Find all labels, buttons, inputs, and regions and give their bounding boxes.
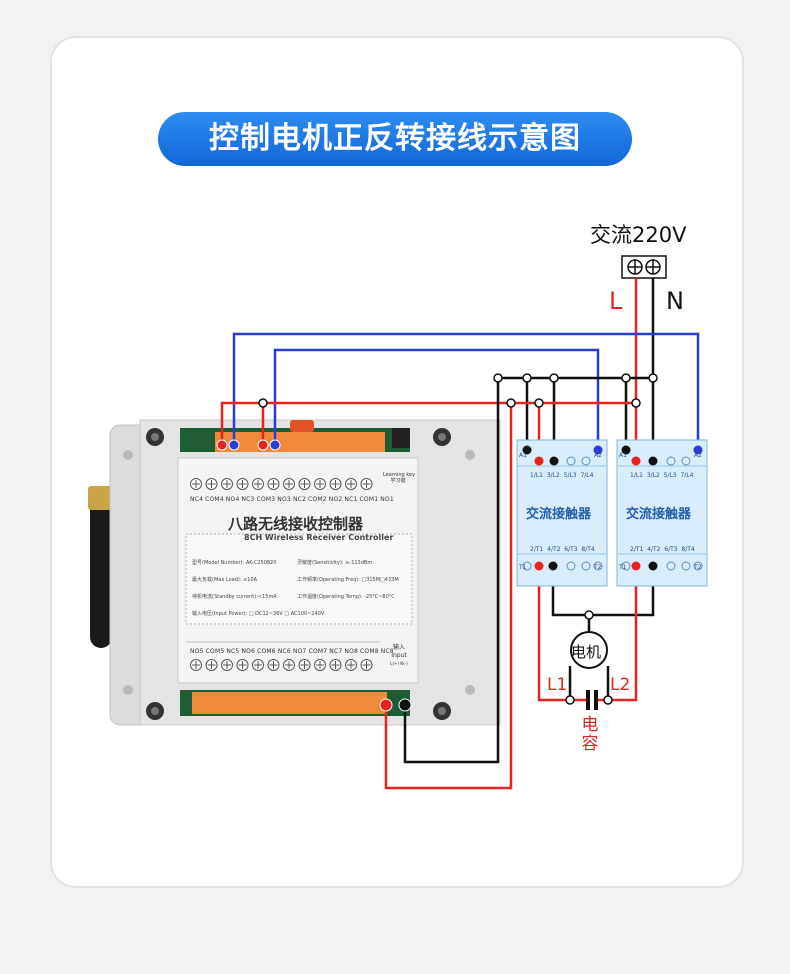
l1-label: L1 — [547, 675, 568, 695]
input-l-wire — [384, 403, 513, 790]
spec-freq: 工作频率(Operating Freq): □315M□433M — [297, 577, 399, 583]
spec-max-load: 最大负载(Max Load): ≤10A — [192, 577, 258, 583]
terminal-label: NC6 — [277, 648, 291, 655]
terminal-label: NO6 — [241, 648, 256, 655]
controller-title-en: 8CH Wireless Receiver Controller — [244, 533, 394, 542]
ctr2-bottom-pins: 2/T1 4/T2 6/T3 8/T4 — [630, 546, 695, 553]
bottom-screw-row — [190, 659, 373, 671]
ctr2-t1: T1 — [619, 564, 627, 571]
terminal-label: COM7 — [308, 648, 328, 655]
terminal-label: NC8 — [380, 648, 394, 655]
ctr1-bottom-pins: 2/T1 4/T2 6/T3 8/T4 — [530, 546, 595, 553]
capacitor-label: 电容 — [581, 715, 599, 754]
controller-title-cn: 八路无线接收控制器 — [228, 515, 364, 533]
terminal-label: NO5 — [190, 648, 204, 655]
blue-wire-2 — [232, 332, 700, 450]
input-label-en: Input — [391, 652, 407, 659]
contactor-pins — [522, 445, 703, 571]
ctr2-t2: T2 — [694, 564, 702, 571]
contactor-right — [616, 439, 708, 587]
ctr1-a1: A1 — [519, 452, 527, 459]
terminal-label: NC1 — [344, 496, 358, 503]
input-label: 输入 Input L(+) N(-) — [383, 644, 415, 668]
motor-label: 电机 — [571, 643, 602, 661]
ctr2-a1: A1 — [619, 452, 627, 459]
junctions — [258, 373, 658, 705]
ctr1-t2: T2 — [594, 564, 602, 571]
input-label-cn: 输入 — [392, 644, 405, 651]
spec-standby: 待机电流(Standby current):<15mA — [192, 594, 277, 600]
contactor-left — [516, 439, 608, 587]
terminal-label: NO2 — [328, 496, 343, 503]
terminal-label: NO8 — [344, 648, 359, 655]
terminal-label: NC5 — [226, 648, 240, 655]
terminal-label: NO3 — [277, 496, 291, 503]
controller-wire-terminals — [216, 439, 412, 712]
learning-key-label: Learning key 学习键 — [383, 472, 416, 484]
terminal-label: COM6 — [257, 648, 276, 655]
ctr2-a2: A2 — [694, 452, 702, 459]
ctr1-top-pins: 1/L1 3/L2 5/L3 7/L4 — [530, 472, 594, 479]
terminal-label: NC4 — [190, 496, 204, 503]
power-supply-label: 交流220V — [590, 223, 687, 247]
terminal-label: COM4 — [205, 496, 224, 503]
top-screw-row — [190, 478, 373, 490]
terminal-label: COM2 — [308, 496, 327, 503]
ctr2-top-pins: 1/L1 3/L2 5/L3 7/L4 — [630, 472, 694, 479]
l-label: L — [609, 287, 623, 315]
blue-wire-1 — [273, 348, 600, 450]
terminal-label: COM8 — [360, 648, 379, 655]
learning-key-en: Learning key — [383, 472, 416, 478]
terminal-label: NC7 — [329, 648, 343, 655]
terminal-label: NC2 — [292, 496, 307, 503]
bottom-terminal-block — [192, 692, 387, 714]
capacitor-symbol — [586, 690, 598, 710]
motor-common-wire — [551, 566, 655, 617]
terminal-label: COM3 — [256, 496, 276, 503]
input-n-wire — [403, 378, 500, 764]
learning-key-cn: 学习键 — [390, 478, 406, 484]
top-terminal-block — [215, 420, 385, 452]
input-pins-label: L(+) N(-) — [390, 661, 408, 666]
terminal-label: NO4 — [225, 496, 240, 503]
terminal-label: NO7 — [292, 648, 307, 655]
terminal-label: NC3 — [241, 496, 255, 503]
ctr1-name: 交流接触器 — [526, 507, 592, 522]
spec-model: 型号(Model Number): AK-C250820 — [192, 560, 277, 566]
l2-label: L2 — [610, 675, 631, 695]
terminal-label: COM5 — [205, 648, 225, 655]
terminal-label: NO1 — [380, 496, 394, 503]
motor-symbol — [570, 631, 608, 669]
terminal-label: COM1 — [359, 496, 379, 503]
controller-housing — [109, 419, 501, 726]
n-label: N — [666, 287, 684, 315]
ctr2-name: 交流接触器 — [626, 507, 692, 522]
spec-temp: 工作温度(Operating Temp): -25°C~80°C — [297, 594, 395, 600]
ctr1-a2: A2 — [594, 452, 602, 459]
spec-power: 输入电压(Input Power): □ DC12~36V □ AC100~24… — [192, 611, 325, 617]
power-terminal — [621, 255, 667, 279]
page-title: 控制电机正反转接线示意图 — [158, 112, 632, 166]
spec-sensitivity: 灵敏度(Sensitivity): ≥-113dBm — [297, 560, 373, 566]
ctr1-t1: T1 — [519, 564, 527, 571]
